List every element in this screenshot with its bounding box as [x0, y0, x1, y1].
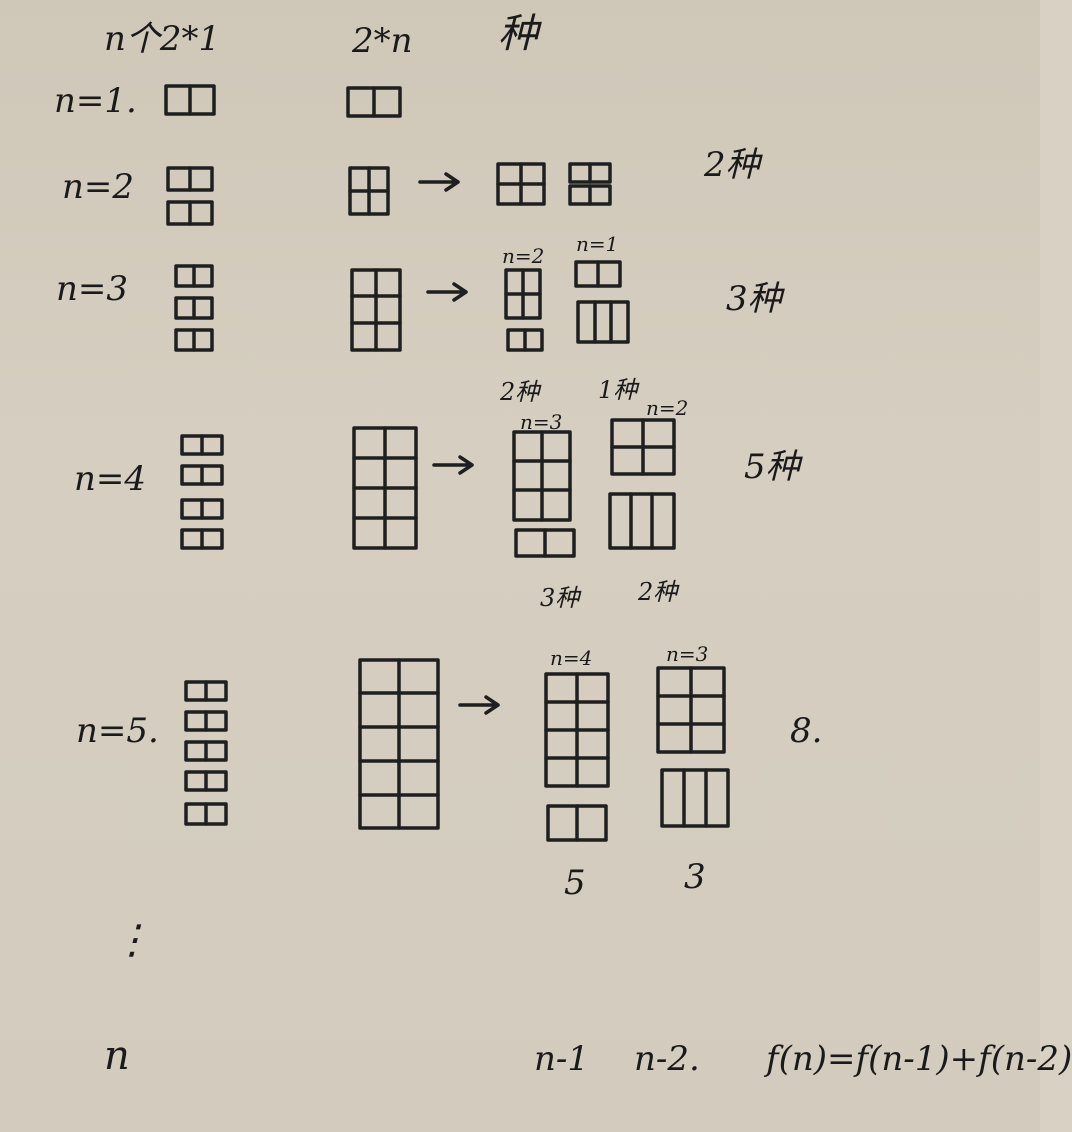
tiling-n2-vertical [496, 162, 546, 206]
n4-right-count: 1种 [598, 376, 638, 404]
n3-left-sublabel: n=2 [502, 244, 545, 268]
n4-left-sublabel: n=3 [520, 410, 563, 434]
n5-right-sublabel: n=3 [666, 642, 709, 666]
arrow-n5 [458, 695, 500, 715]
row-label-n2: n=2 [62, 167, 135, 207]
header-board: 2*n [352, 21, 413, 61]
header-ways: 种 [498, 11, 538, 57]
dominoes-n4 [180, 434, 224, 550]
general-right: n-2. [634, 1039, 700, 1079]
general-left: n-1 [534, 1039, 590, 1079]
count-n3: 3种 [726, 279, 782, 319]
dominoes-n3 [174, 264, 214, 352]
count-n5: 8. [790, 711, 823, 751]
board-n4 [352, 426, 418, 550]
arrow-n2 [418, 172, 460, 192]
tiling-n5-right [656, 666, 730, 828]
row-label-n1: n=1. [54, 81, 137, 121]
domino-n1 [164, 84, 216, 116]
recurrence-formula: f(n)=f(n-1)+f(n-2) [766, 1039, 1072, 1079]
tiling-drawings [164, 84, 730, 842]
arrow-n4 [432, 455, 474, 475]
n5-left-count: 3种 [540, 584, 580, 612]
dominoes-n2 [166, 166, 214, 226]
arrow-n3 [426, 282, 468, 302]
row-label-n4: n=4 [74, 459, 147, 499]
count-n2: 2种 [704, 145, 760, 185]
header-dominoes: n个2*1 [104, 19, 221, 59]
general-label-n: n [104, 1033, 130, 1079]
tiling-n2-horizontal [568, 162, 612, 206]
row-label-n5: n=5. [76, 711, 159, 751]
n5-left-total: 5 [564, 863, 586, 903]
n5-right-count: 2种 [638, 578, 678, 606]
n4-right-sublabel: n=2 [646, 396, 689, 420]
board-n3 [350, 268, 402, 352]
count-n4: 5种 [744, 447, 800, 487]
board-n1 [346, 86, 402, 118]
board-n2 [348, 166, 390, 216]
n5-left-sublabel: n=4 [550, 646, 593, 670]
tiling-n4-right [608, 418, 676, 550]
tiling-n3-right [574, 260, 630, 344]
tiling-n5-left [544, 672, 610, 842]
dominoes-n5 [184, 680, 228, 826]
n3-right-sublabel: n=1 [576, 232, 619, 256]
tiling-n4-left [512, 430, 576, 558]
board-n5 [358, 658, 440, 830]
row-label-n3: n=3 [56, 269, 129, 309]
tiling-n3-left [504, 268, 544, 352]
n4-left-count: 2种 [500, 378, 540, 406]
n5-right-total: 3 [684, 857, 706, 897]
vertical-ellipsis: ⋮ [112, 917, 152, 963]
